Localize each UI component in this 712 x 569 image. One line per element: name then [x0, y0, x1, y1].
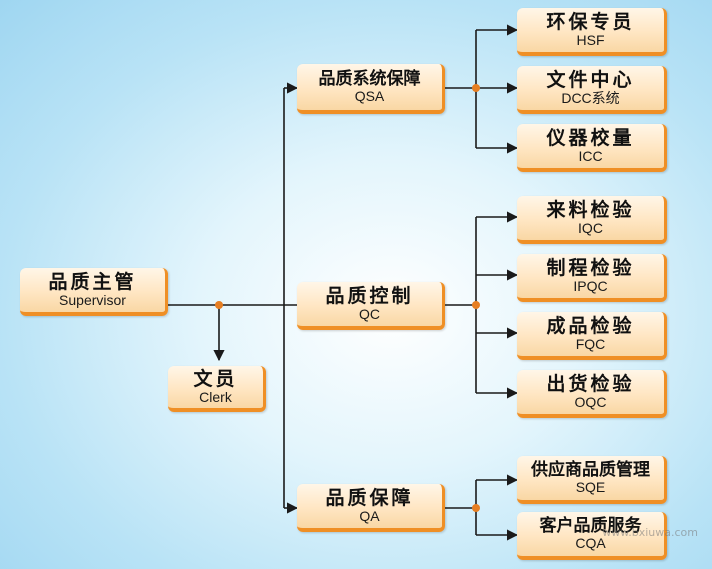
node-subtitle: HSF — [576, 31, 605, 48]
node-clerk: 文员 Clerk — [168, 366, 266, 412]
node-subtitle: ICC — [578, 147, 603, 164]
node-title: 客户品质服务 — [539, 515, 642, 536]
node-title: 品质保障 — [325, 486, 414, 509]
node-subtitle: DCC系统 — [561, 89, 620, 106]
junction-dot — [472, 504, 480, 512]
node-iqc: 来料检验 IQC — [517, 196, 667, 244]
node-qa: 品质保障 QA — [297, 484, 445, 532]
node-title: 制程检验 — [546, 256, 635, 279]
node-ipqc: 制程检验 IPQC — [517, 254, 667, 302]
node-cqa: 客户品质服务 CQA — [517, 512, 667, 560]
node-title: 来料检验 — [546, 198, 635, 221]
node-title: 品质主管 — [48, 270, 137, 293]
node-title: 文员 — [193, 367, 238, 390]
node-title: 仪器校量 — [546, 126, 635, 149]
node-hsf: 环保专员 HSF — [517, 8, 667, 56]
node-qc: 品质控制 QC — [297, 282, 445, 330]
node-subtitle: SQE — [575, 478, 606, 495]
junction-dot — [472, 84, 480, 92]
node-subtitle: Clerk — [199, 388, 232, 405]
node-fqc: 成品检验 FQC — [517, 312, 667, 360]
node-title: 成品检验 — [546, 314, 635, 337]
node-subtitle: QA — [359, 507, 380, 524]
node-dcc: 文件中心 DCC系统 — [517, 66, 667, 114]
node-subtitle: QSA — [354, 87, 385, 104]
node-sqe: 供应商品质管理 SQE — [517, 456, 667, 504]
node-subtitle: IPQC — [573, 277, 608, 294]
node-subtitle: QC — [359, 305, 380, 322]
node-subtitle: FQC — [575, 335, 606, 352]
node-qsa: 品质系统保障 QSA — [297, 64, 445, 114]
node-subtitle: IQC — [578, 219, 603, 236]
node-title: 品质控制 — [325, 284, 414, 307]
node-icc: 仪器校量 ICC — [517, 124, 667, 172]
node-title: 出货检验 — [546, 372, 635, 395]
watermark: www.bxiuwa.com — [602, 526, 698, 539]
node-supervisor: 品质主管 Supervisor — [20, 268, 168, 316]
node-title: 供应商品质管理 — [531, 459, 650, 480]
node-title: 环保专员 — [546, 10, 635, 33]
junction-dot — [472, 301, 480, 309]
junction-dot — [215, 301, 223, 309]
node-subtitle: CQA — [575, 534, 606, 551]
node-subtitle: Supervisor — [59, 291, 126, 308]
node-title: 文件中心 — [546, 68, 635, 91]
node-title: 品质系统保障 — [318, 68, 421, 89]
node-subtitle: OQC — [574, 393, 607, 410]
node-oqc: 出货检验 OQC — [517, 370, 667, 418]
